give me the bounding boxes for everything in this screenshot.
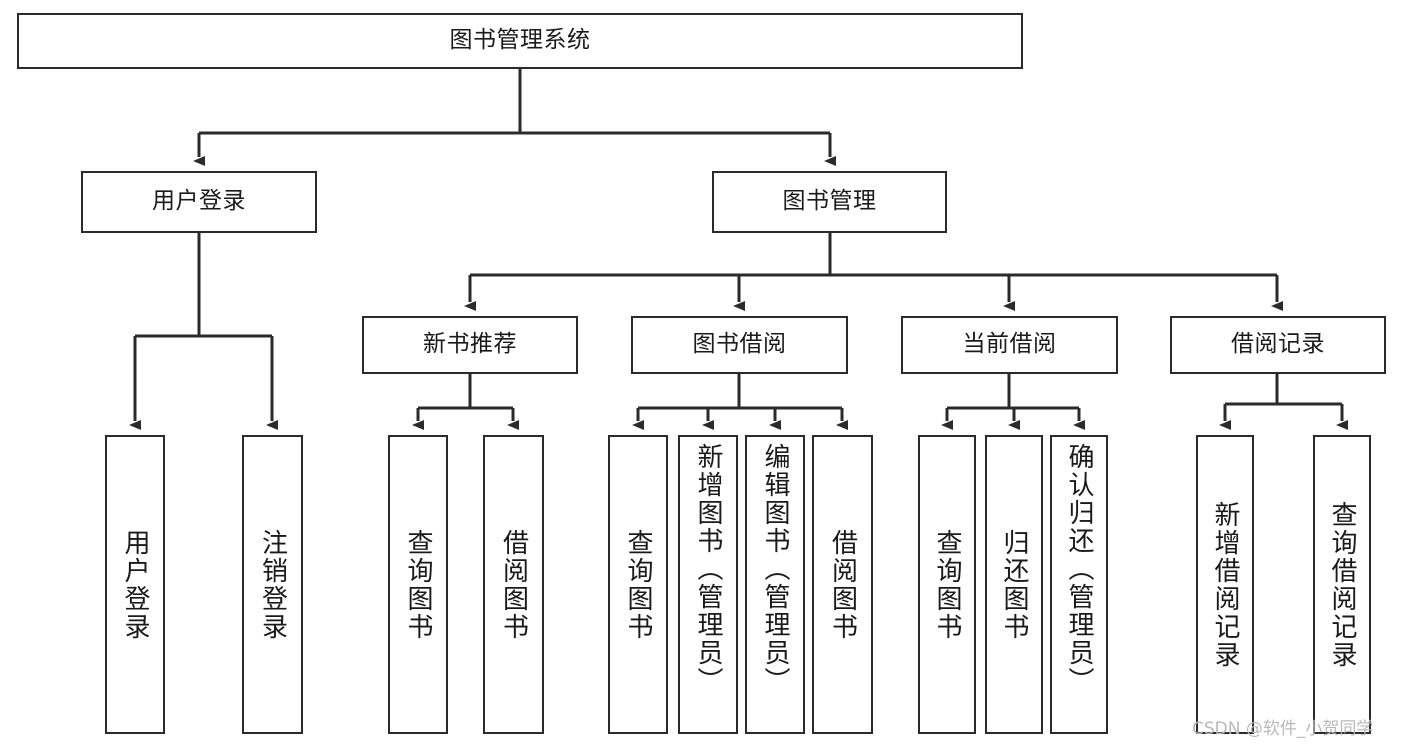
node-leaf-user-logout[interactable]: 注销登录 xyxy=(242,435,303,734)
node-book-manage-label: 图书管理 xyxy=(782,188,877,215)
node-borrow-record[interactable]: 借阅记录 xyxy=(1170,316,1386,374)
node-leaf-borrow-book-rec[interactable]: 借阅图书 xyxy=(483,435,544,734)
node-leaf-query-book-rec-label: 查询图书 xyxy=(403,528,433,641)
csdn-watermark: CSDN @软件_小贺同学 xyxy=(1192,719,1374,739)
node-leaf-return-book-label: 归还图书 xyxy=(999,528,1029,641)
node-leaf-query-borrow-record-label: 查询借阅记录 xyxy=(1327,500,1357,669)
node-leaf-confirm-return-admin[interactable]: 确认归还（管理员） xyxy=(1050,435,1108,734)
node-leaf-user-login-label: 用户登录 xyxy=(120,528,150,641)
node-book-manage[interactable]: 图书管理 xyxy=(712,171,947,233)
node-book-borrow[interactable]: 图书借阅 xyxy=(631,316,848,374)
node-leaf-query-book-rec[interactable]: 查询图书 xyxy=(388,435,448,734)
node-leaf-return-book[interactable]: 归还图书 xyxy=(985,435,1043,734)
node-leaf-borrow-book-rec-label: 借阅图书 xyxy=(498,528,529,641)
node-current-borrow[interactable]: 当前借阅 xyxy=(901,316,1118,374)
node-leaf-query-book-cur[interactable]: 查询图书 xyxy=(918,435,976,734)
node-leaf-add-borrow-record-label: 新增借阅记录 xyxy=(1210,500,1240,669)
node-borrow-record-label: 借阅记录 xyxy=(1231,331,1325,358)
node-leaf-query-book-label: 查询图书 xyxy=(623,528,653,641)
node-new-book-rec-label: 新书推荐 xyxy=(423,331,517,358)
node-leaf-confirm-return-admin-label: 确认归还（管理员） xyxy=(1064,443,1094,695)
node-new-book-rec[interactable]: 新书推荐 xyxy=(362,316,578,374)
node-leaf-add-book-admin[interactable]: 新增图书（管理员） xyxy=(678,435,738,734)
node-leaf-user-logout-label: 注销登录 xyxy=(257,528,288,641)
node-leaf-add-book-admin-label: 新增图书（管理员） xyxy=(693,443,723,695)
node-leaf-user-login[interactable]: 用户登录 xyxy=(105,435,165,734)
node-leaf-query-book[interactable]: 查询图书 xyxy=(608,435,668,734)
node-leaf-borrow-book-label: 借阅图书 xyxy=(827,528,858,641)
node-root-label: 图书管理系统 xyxy=(449,27,591,54)
node-leaf-borrow-book[interactable]: 借阅图书 xyxy=(812,435,873,734)
node-book-borrow-label: 图书借阅 xyxy=(692,331,787,358)
node-user-login[interactable]: 用户登录 xyxy=(81,171,317,233)
node-user-login-label: 用户登录 xyxy=(152,188,246,215)
node-leaf-edit-book-admin[interactable]: 编辑图书（管理员） xyxy=(745,435,805,734)
node-leaf-query-book-cur-label: 查询图书 xyxy=(932,528,962,641)
node-leaf-edit-book-admin-label: 编辑图书（管理员） xyxy=(760,443,790,695)
node-current-borrow-label: 当前借阅 xyxy=(962,331,1057,358)
node-root[interactable]: 图书管理系统 xyxy=(17,13,1023,69)
node-leaf-query-borrow-record[interactable]: 查询借阅记录 xyxy=(1313,435,1371,734)
node-leaf-add-borrow-record[interactable]: 新增借阅记录 xyxy=(1196,435,1254,734)
